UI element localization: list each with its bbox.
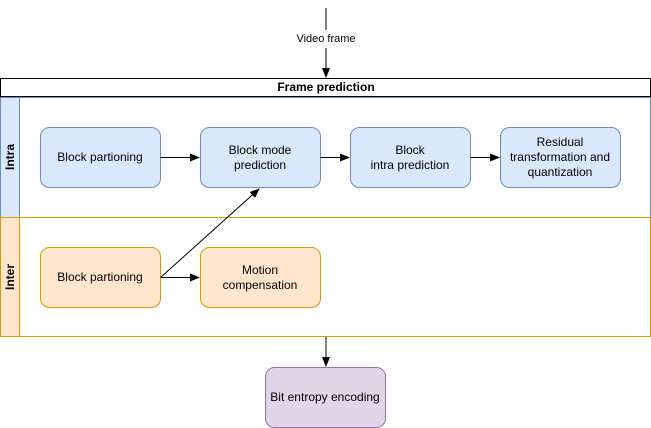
intra-block-partitioning-node[interactable]: Block partioning [40,127,161,188]
intra-block-partitioning-label: Block partioning [57,150,142,164]
motion-compensation-node[interactable]: Motion compensation [200,247,321,308]
input-label: Video frame [296,33,355,45]
block-mode-prediction-label-line1: Block mode [229,143,292,157]
block-mode-prediction-label-line2: prediction [234,158,286,172]
block-mode-prediction-node[interactable]: Block mode prediction [200,127,321,188]
motion-compensation-label-line1: Motion [242,263,278,277]
inter-block-partitioning-node[interactable]: Block partioning [40,247,161,308]
motion-compensation-label-line2: compensation [223,278,298,292]
inter-lane: Inter [0,217,651,337]
bit-entropy-encoding-node[interactable]: Bit entropy encoding [265,367,386,428]
inter-block-partitioning-label: Block partioning [57,270,142,284]
residual-transformation-label-line1: Residual [537,135,584,149]
inter-lane-label: Inter [3,264,17,290]
intra-lane-label: Intra [3,144,17,170]
block-intra-prediction-label-line2: intra prediction [371,158,450,172]
residual-transformation-node[interactable]: Residual transformation and quantization [500,127,621,188]
arrow-inter-partition-to-mode [160,188,260,278]
block-intra-prediction-node[interactable]: Block intra prediction [350,127,471,188]
bit-entropy-encoding-label: Bit entropy encoding [270,390,379,404]
container-title: Frame prediction [277,80,374,94]
residual-transformation-label-line3: quantization [528,165,593,179]
residual-transformation-label-line2: transformation and [510,150,610,164]
inter-lane-header [0,217,20,337]
block-intra-prediction-label-line1: Block [395,143,425,157]
